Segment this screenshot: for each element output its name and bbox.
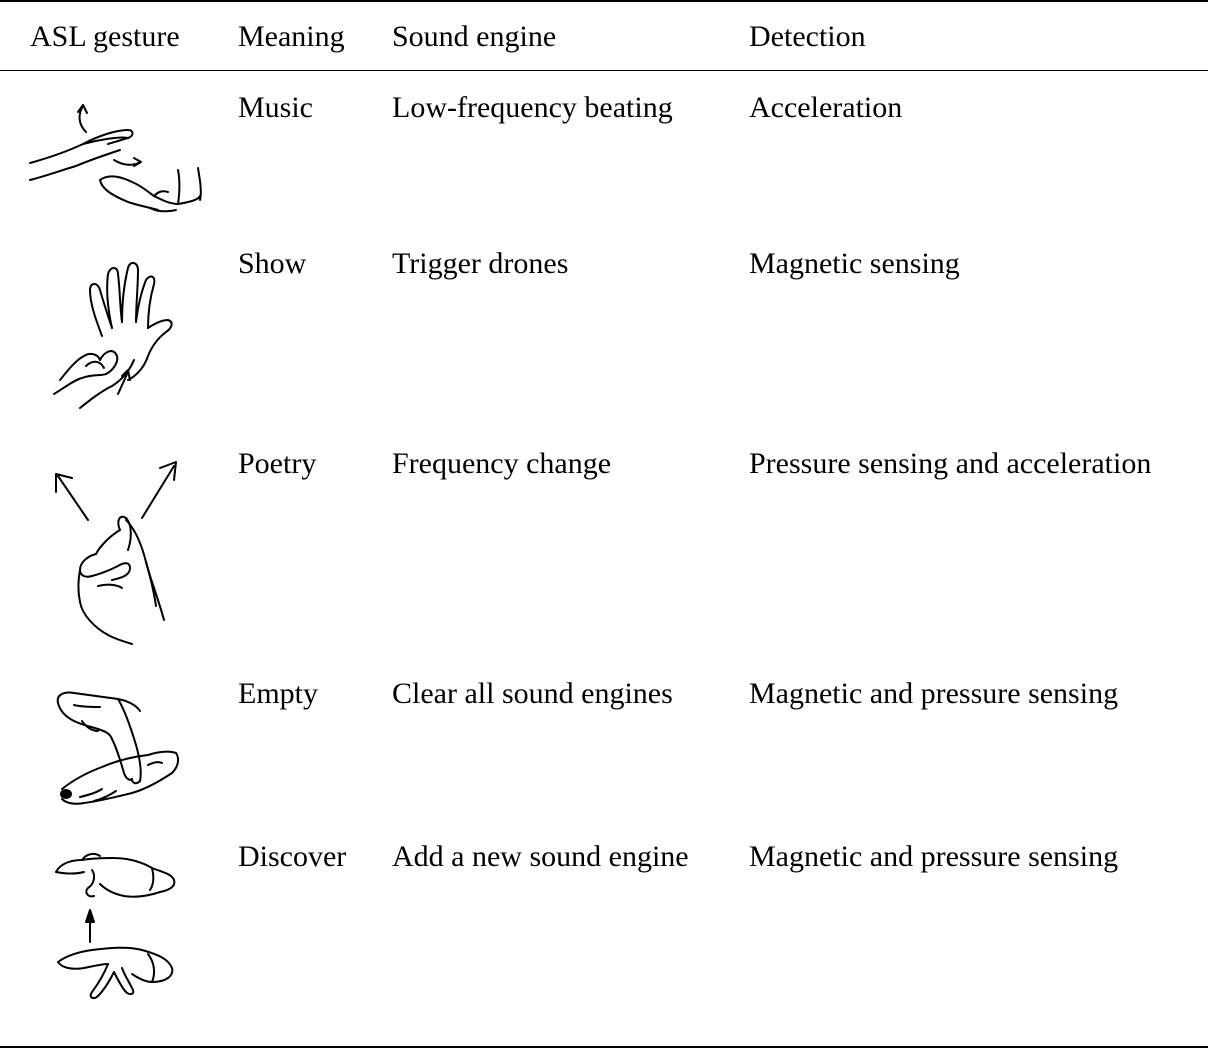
row-sound-engine: Clear all sound engines bbox=[392, 677, 673, 710]
header-detection: Detection bbox=[749, 20, 866, 53]
header-asl-gesture: ASL gesture bbox=[30, 20, 180, 53]
row-sound-engine: Add a new sound engine bbox=[392, 840, 689, 873]
pointing-on-hand-icon bbox=[56, 691, 180, 805]
row-meaning: Discover bbox=[238, 840, 347, 873]
row-meaning: Poetry bbox=[238, 447, 317, 480]
row-detection: Pressure sensing and acceleration bbox=[749, 447, 1152, 480]
row-meaning: Music bbox=[238, 91, 313, 124]
row-detection: Acceleration bbox=[749, 91, 903, 124]
header-meaning: Meaning bbox=[238, 20, 345, 53]
header-sound-engine: Sound engine bbox=[392, 20, 557, 53]
lifting-hand-icon bbox=[55, 852, 176, 1000]
clapping-hands-icon bbox=[29, 104, 202, 213]
row-sound-engine: Frequency change bbox=[392, 447, 612, 480]
table-bottom-rule bbox=[0, 1046, 1208, 1048]
open-palm-hand-icon bbox=[53, 262, 173, 409]
row-sound-engine: Low-frequency beating bbox=[392, 91, 673, 124]
row-meaning: Show bbox=[238, 247, 307, 280]
table-top-rule bbox=[0, 0, 1208, 2]
row-sound-engine: Trigger drones bbox=[392, 247, 569, 280]
row-detection: Magnetic and pressure sensing bbox=[749, 677, 1119, 710]
row-meaning: Empty bbox=[238, 677, 318, 710]
row-detection: Magnetic sensing bbox=[749, 247, 960, 280]
table-header-rule bbox=[0, 70, 1208, 71]
pinch-hand-arrows-icon bbox=[55, 461, 177, 645]
row-detection: Magnetic and pressure sensing bbox=[749, 840, 1119, 873]
